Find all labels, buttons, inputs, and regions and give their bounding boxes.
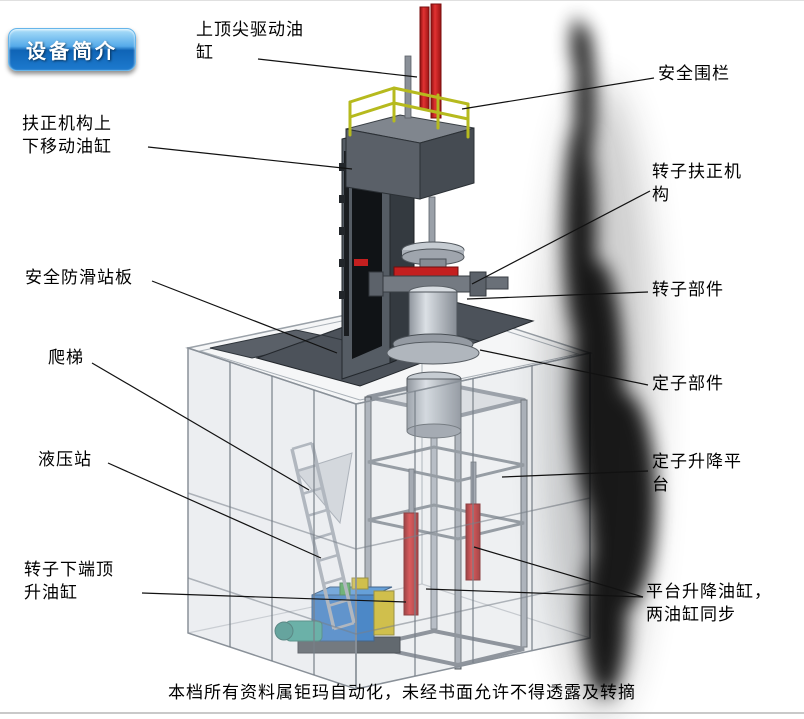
leader-line (461, 77, 655, 110)
safety-railing (348, 86, 470, 139)
callout-centering-lift-cylinder: 扶正机构上 下移动油缸 (22, 114, 112, 156)
title-badge: 设备简介 (8, 28, 136, 71)
callout-rotor-bottom-jack-cylinder: 转子下端顶 升油缸 (24, 560, 114, 602)
leader-line (91, 362, 310, 491)
drive-cylinder-rods (404, 3, 442, 119)
shadow-smudge (545, 17, 656, 719)
confidentiality-footer: 本档所有资料属钜玛自动化，未经书面允许不得透露及转摘 (168, 683, 636, 702)
head-block (345, 114, 475, 200)
leader-line (501, 470, 649, 478)
leader-line (425, 588, 644, 598)
leader-line (471, 190, 651, 285)
leader-line (473, 546, 644, 598)
leader-line (141, 592, 407, 603)
leader-line (257, 58, 418, 78)
callout-antislip-platform: 安全防滑站板 (25, 268, 133, 287)
bottom-rule (0, 712, 804, 714)
callout-stator-component: 定子部件 (652, 374, 724, 393)
callout-hydraulic-station: 液压站 (38, 450, 92, 469)
safety-cage-front (187, 346, 591, 691)
callout-top-drive-cylinder: 上顶尖驱动油 缸 (196, 20, 304, 62)
leader-line (147, 146, 353, 170)
callout-rotor-centering-mechanism: 转子扶正机 构 (652, 162, 742, 204)
callout-rotor-component: 转子部件 (652, 280, 724, 299)
callout-safety-fence: 安全围栏 (658, 64, 730, 83)
callout-ladder: 爬梯 (48, 348, 84, 367)
rotor-assembly (368, 196, 509, 365)
leader-line (107, 462, 322, 559)
leader-line (479, 349, 649, 386)
callout-stator-lift-platform: 定子升降平 台 (652, 452, 742, 494)
leader-lines (91, 58, 655, 603)
leader-line (466, 291, 649, 300)
hydraulic-station-unit (274, 577, 401, 654)
callout-platform-lift-cylinders: 平台升降油缸， 两油缸同步 (646, 582, 772, 624)
leader-line (151, 280, 338, 354)
